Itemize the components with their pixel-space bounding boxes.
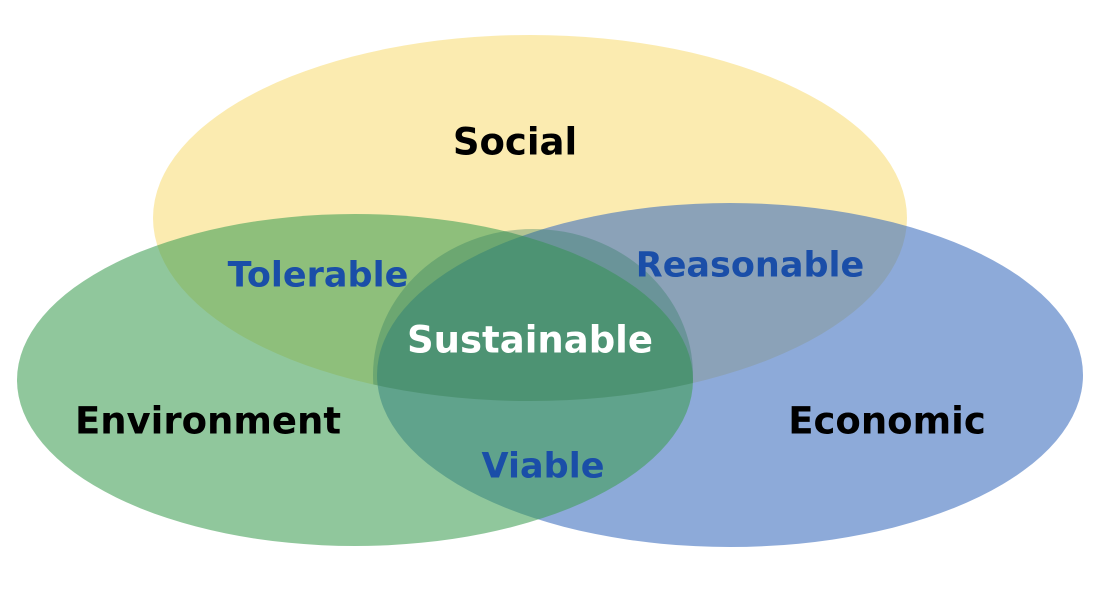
economic-label: Economic — [788, 399, 986, 443]
reasonable-label: Reasonable — [635, 245, 865, 286]
environment-ellipse — [17, 214, 693, 546]
social-label: Social — [452, 120, 578, 164]
environment-label: Environment — [74, 399, 342, 443]
viable-label: Viable — [481, 446, 605, 487]
tolerable-label: Tolerable — [227, 255, 409, 296]
sustainable-label: Sustainable — [407, 318, 653, 362]
center-overlap — [373, 229, 693, 401]
